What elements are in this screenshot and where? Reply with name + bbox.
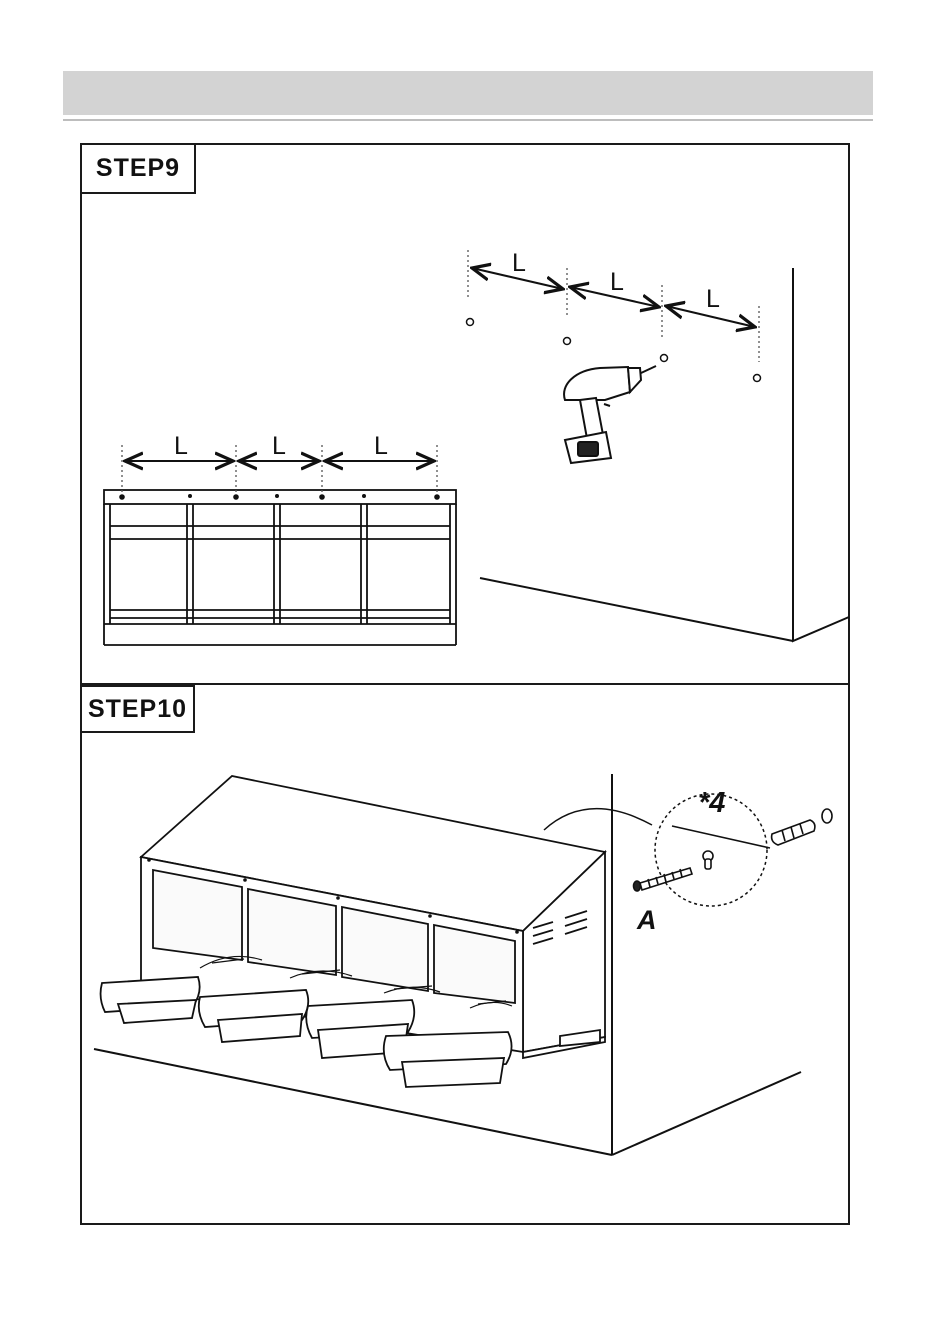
box-dim-label-2: L (272, 432, 286, 460)
wall-edge-detail (672, 826, 770, 848)
box-dim-label-3: L (374, 432, 388, 460)
wall-panel-step9 (480, 268, 849, 641)
quantity-label: *4 (698, 787, 725, 819)
wall-dim-label-3: L (706, 285, 720, 313)
box-dim-label-1: L (174, 432, 188, 460)
part-label-a: A (636, 905, 657, 935)
drill-icon (564, 366, 656, 463)
wall-dim-label-1: L (512, 249, 526, 277)
wall-dim-label-2: L (610, 268, 624, 296)
screw-icon (634, 868, 693, 891)
keyhole-icon (703, 851, 713, 869)
callout-leader (544, 809, 652, 830)
step-10-label: STEP10 (80, 685, 195, 733)
wall-anchor-icon (772, 809, 832, 845)
nest-box-front-view (104, 490, 456, 645)
step-9-label: STEP9 (80, 143, 196, 194)
nest-box-keyholes (119, 494, 440, 500)
